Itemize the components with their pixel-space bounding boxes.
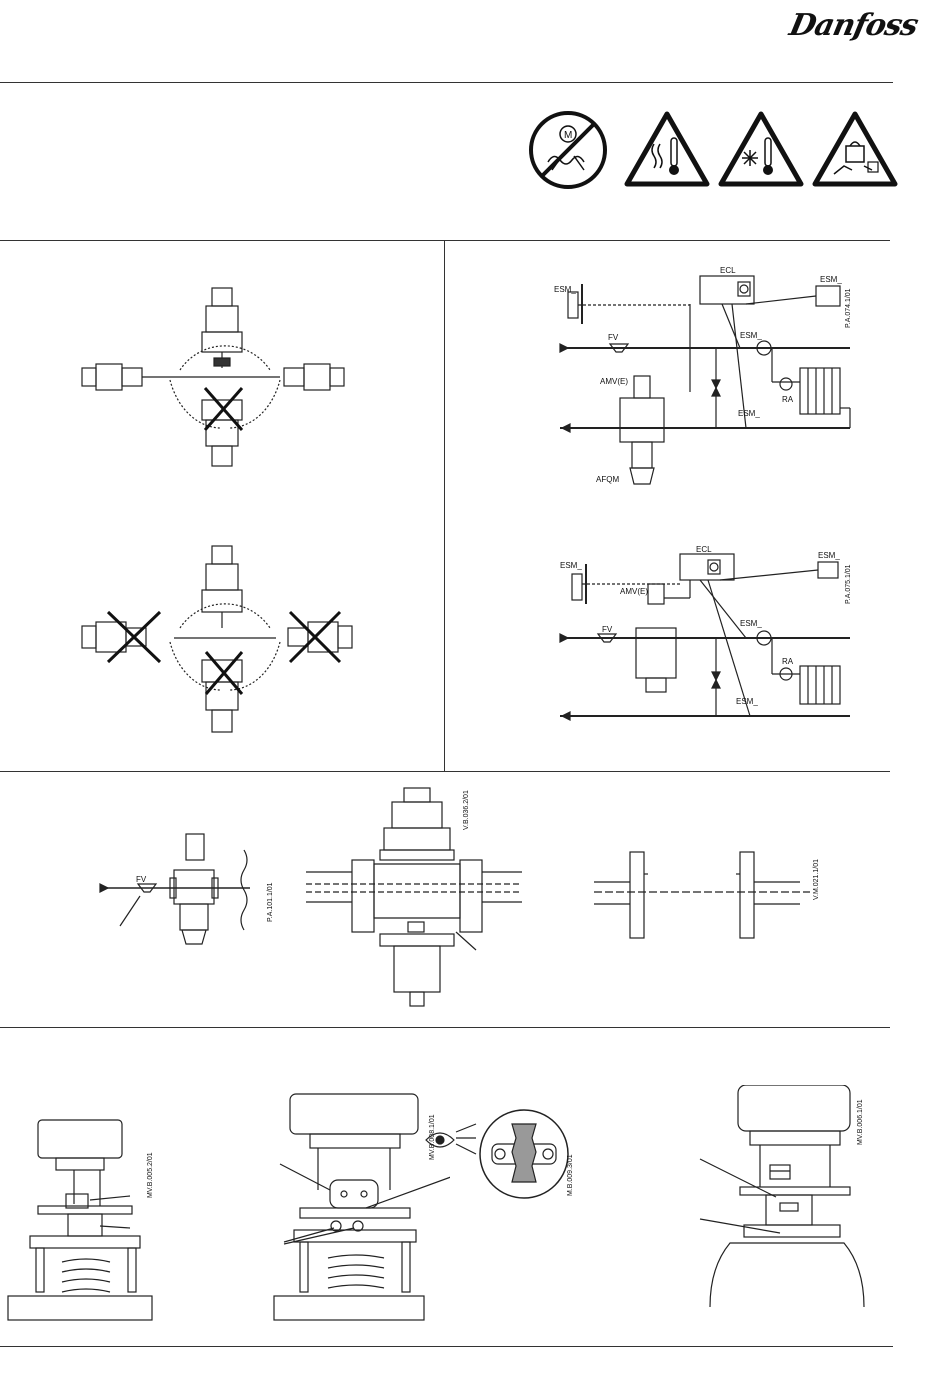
header-divider (0, 82, 893, 83)
scheme2-ecl-label: ECL (696, 545, 712, 554)
scheme1-code: P.A.074.1/01 (845, 288, 852, 328)
scheme1-esm-top-left-label: ESM_ (554, 285, 576, 294)
installation-scheme-2: ECL ESM_ ESM_ ESM_ ESM_ FV AMV(E) RA P.A… (550, 542, 860, 732)
actuator-adjustment-diagram-left: MV.B.005.2/01 (0, 1110, 170, 1326)
scheme1-ecl-label: ECL (720, 266, 736, 275)
adjust-left-code: MV.B.005.2/01 (147, 1152, 154, 1198)
filter-code: P.A.101.1/01 (267, 882, 274, 922)
installation-scheme-1: ECL ESM_ ESM_ ESM_ ESM_ FV AMV(E) RA AFQ… (550, 262, 860, 492)
section-divider-3 (0, 1027, 890, 1028)
scheme2-esm-supply-label: ESM_ (740, 619, 762, 628)
section-divider-2 (0, 771, 890, 772)
brand-name: Danfoss (786, 8, 920, 43)
heavy-load-warning-icon (812, 110, 898, 188)
scheme1-ra-label: RA (782, 395, 794, 404)
hot-temperature-warning-icon (624, 110, 710, 188)
danfoss-logo: Danfoss (790, 8, 902, 46)
scheme1-esm-top-right-label: ESM_ (820, 275, 842, 284)
no-handling-by-motor-icon: M (528, 110, 608, 190)
flange-code: V.M.021.1/01 (813, 859, 820, 900)
footer-divider (0, 1346, 893, 1347)
adjust-right-code: MV.B.006.1/01 (857, 1099, 864, 1145)
scheme1-esm-return-label: ESM_ (738, 409, 760, 418)
column-divider (444, 240, 445, 772)
mounting-orientation-diagram-1 (70, 280, 390, 480)
detail-code: M.B.009.3/01 (567, 1154, 574, 1196)
scheme1-amv-label: AMV(E) (600, 377, 628, 386)
scheme2-ra-label: RA (782, 657, 794, 666)
scheme1-esm-supply-label: ESM_ (740, 331, 762, 340)
scheme2-esm-top-right-label: ESM_ (818, 551, 840, 560)
detail-magnifier-diagram: M.B.009.3/01 (420, 1108, 590, 1208)
scheme2-esm-return-label: ESM_ (736, 697, 758, 706)
scheme2-amv-label: AMV(E) (620, 587, 648, 596)
scheme1-afqm-label: AFQM (596, 475, 619, 484)
section-divider-1 (0, 240, 890, 241)
frost-temperature-warning-icon (718, 110, 804, 188)
scheme2-fv-label: FV (602, 625, 613, 634)
flange-alignment-diagram: V.M.021.1/01 (590, 840, 830, 950)
scheme1-fv-label: FV (608, 333, 619, 342)
actuator-adjustment-diagram-right: MV.B.006.1/01 (670, 1085, 900, 1315)
valve-code: V.B.036.2/01 (463, 790, 470, 830)
filter-fv-label: FV (136, 875, 147, 884)
mounting-orientation-diagram-2 (70, 540, 390, 750)
filter-installation-diagram: FV P.A.101.1/01 (90, 830, 290, 960)
valve-body-diagram: V.B.036.2/01 (300, 780, 530, 1020)
scheme2-code: P.A.075.1/01 (845, 564, 852, 604)
scheme2-esm-top-left-label: ESM_ (560, 561, 582, 570)
svg-text:M: M (564, 130, 572, 141)
